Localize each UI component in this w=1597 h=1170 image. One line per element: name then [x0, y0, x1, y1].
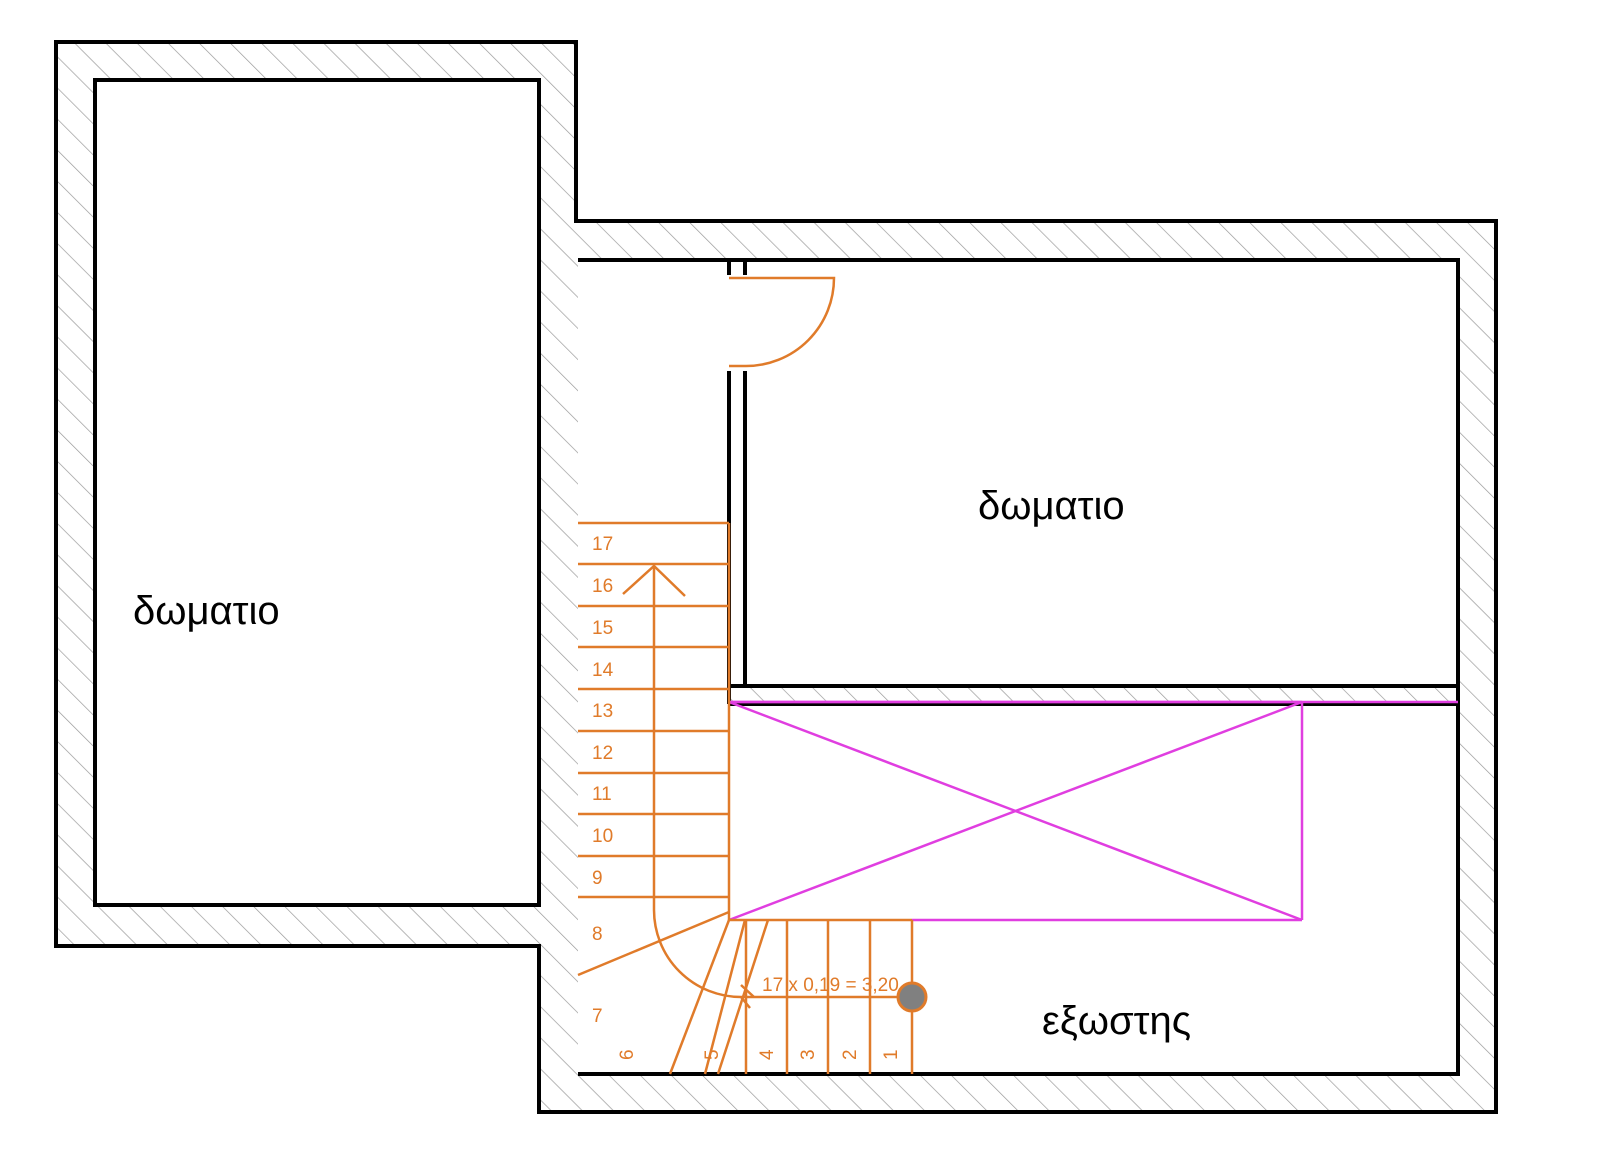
- stair-walking-line: [652, 566, 912, 999]
- door: [729, 276, 836, 368]
- step-number: 1: [881, 1049, 902, 1060]
- wall-hatch: [56, 42, 1496, 1112]
- stair-calculation: 17 x 0,19 = 3,20: [762, 975, 899, 996]
- exterior-walls: [54, 40, 1498, 1114]
- step-number: 6: [617, 1049, 638, 1060]
- step-number: 11: [592, 784, 612, 805]
- staircase: [577, 521, 914, 1075]
- room-label-left: δωματιο: [133, 589, 280, 633]
- inner-right-outline: [578, 258, 1460, 1076]
- step-number: 10: [592, 826, 613, 847]
- step-number: 13: [592, 701, 613, 722]
- step-number: 5: [702, 1049, 723, 1060]
- room-label-upper-right: δωματιο: [978, 484, 1125, 528]
- step-numbers: 17 16 15 14 13 12 11 10 9 8 7 6 5 4 3 2 …: [592, 534, 902, 1060]
- stair-start-tick: [740, 984, 755, 1009]
- step-number: 4: [757, 1049, 778, 1060]
- step-number: 7: [592, 1006, 603, 1027]
- stair-post: [896, 981, 928, 1013]
- stair-arrow: [622, 564, 686, 597]
- step-number: 2: [840, 1049, 861, 1060]
- step-number: 16: [592, 576, 613, 597]
- door-swing-arc: [729, 276, 836, 368]
- interior-partition: [727, 260, 1458, 706]
- room-label-balcony: εξωστης: [1042, 999, 1191, 1043]
- step-number: 9: [592, 868, 603, 889]
- step-number: 17: [592, 534, 613, 555]
- partition-outline: [727, 260, 1458, 688]
- stair-void: [728, 700, 1458, 922]
- step-number: 15: [592, 618, 613, 639]
- step-number: 12: [592, 743, 613, 764]
- step-number: 14: [592, 660, 614, 681]
- left-room-inner-outline: [93, 78, 541, 907]
- step-number: 8: [592, 924, 603, 945]
- outer-wall-outline: [54, 40, 1498, 1114]
- step-number: 3: [798, 1049, 819, 1060]
